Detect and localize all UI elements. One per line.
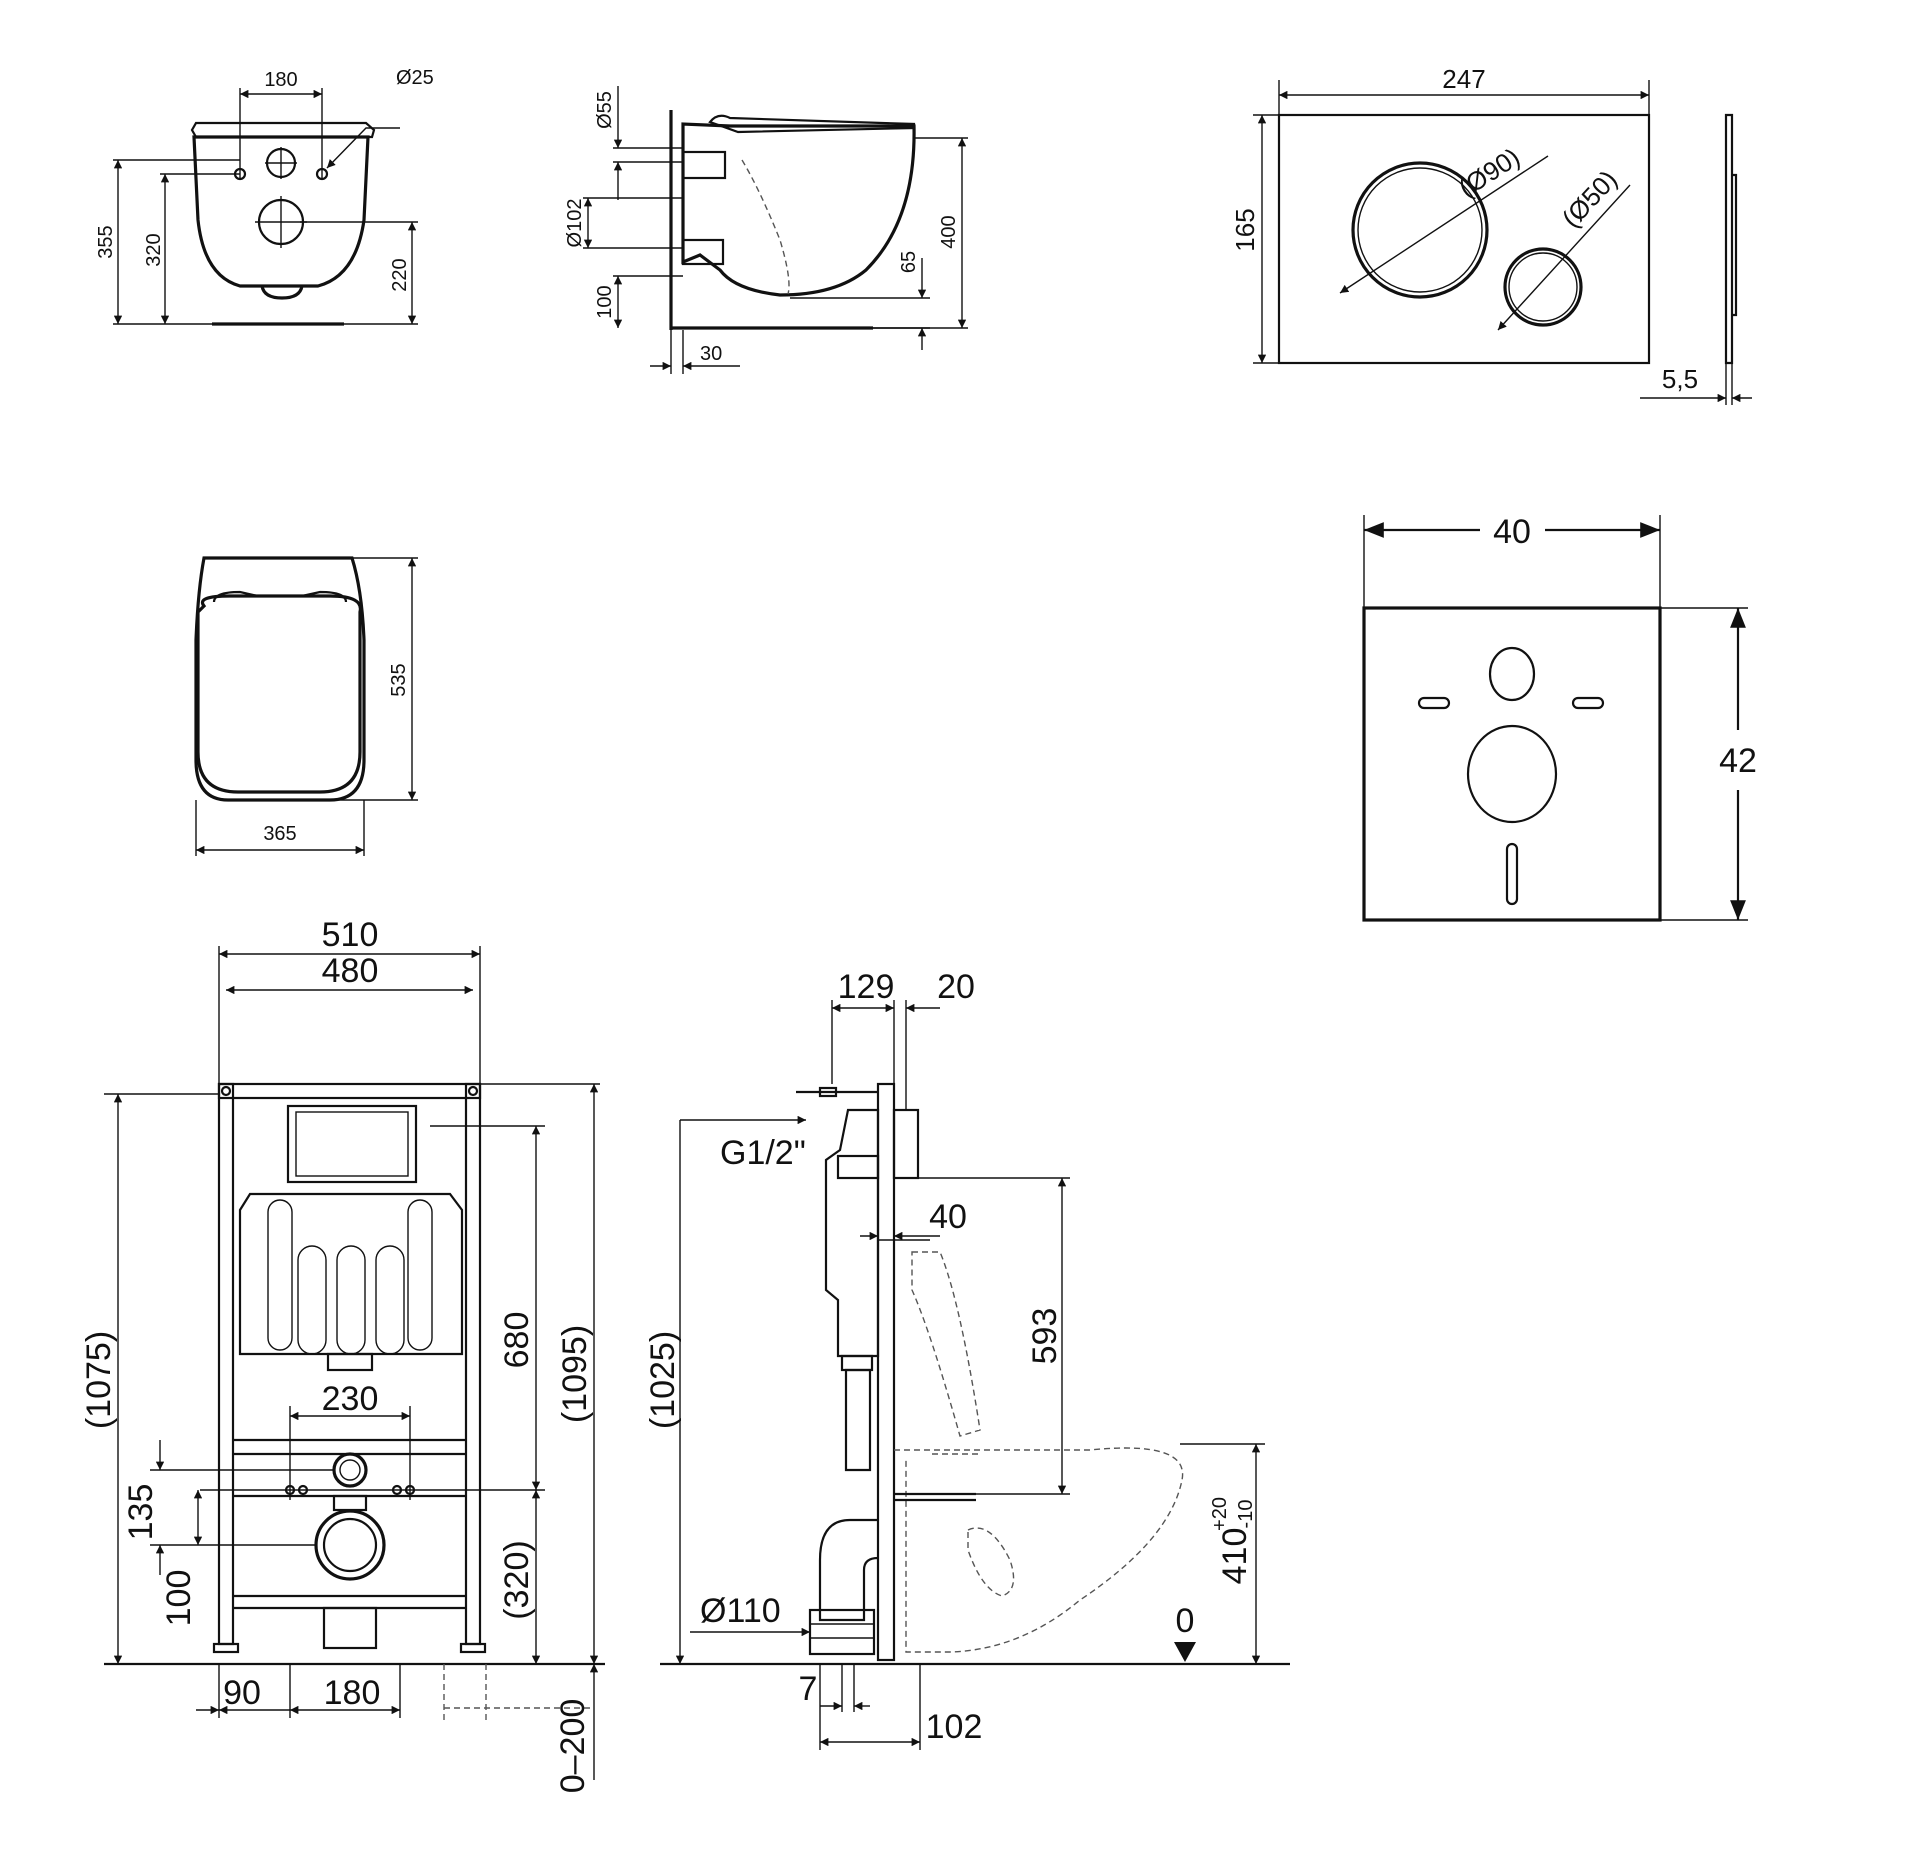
floor-zero-label: 0: [1176, 1602, 1195, 1640]
bowl-side-view: Ø55 Ø102 100 30 65 400: [564, 86, 968, 374]
soundproof-pad: [1362, 606, 1662, 922]
dim-100: 100: [594, 285, 616, 318]
dim-1075: (1075): [80, 1331, 118, 1429]
bowl-top-seat-lid: [196, 594, 362, 794]
dim-42: 42: [1719, 742, 1757, 780]
flush-plate-side-profile: [1724, 113, 1734, 365]
frame-upright-right: [464, 1082, 482, 1646]
bowl-side-trap: [741, 159, 790, 295]
frame-water-inlet: [332, 1452, 368, 1488]
flush-button-large: [1351, 161, 1489, 299]
soundproof-pad-view: 40 42: [1362, 513, 1757, 922]
flush-opening: [286, 1104, 418, 1184]
dim-30: 30: [700, 343, 722, 365]
bowl-dashed: [894, 1447, 1184, 1653]
dim-20: 20: [937, 968, 975, 1006]
dim-40: 40: [929, 1198, 967, 1236]
dim-65: 65: [898, 251, 920, 273]
dim-diameter-102: Ø102: [564, 199, 586, 248]
flush-button-small: [1503, 247, 1583, 327]
dim-355: 355: [95, 225, 117, 258]
flush-plate-front: [1277, 113, 1651, 365]
dim-247: 247: [1442, 64, 1485, 94]
dim-180: 180: [264, 69, 297, 91]
dim-680: 680: [498, 1312, 536, 1369]
dim-410: 410: [1216, 1528, 1254, 1585]
dim-220: 220: [389, 258, 411, 291]
dim-165: 165: [1230, 208, 1260, 251]
dim-1025: (1025): [644, 1331, 682, 1429]
dim-180: 180: [324, 1674, 381, 1712]
dim-129: 129: [838, 968, 895, 1006]
frame-upright-left: [217, 1082, 235, 1646]
cistern-side: [824, 1108, 880, 1358]
dim-365: 365: [263, 823, 296, 845]
frame-outlet-pipe: [314, 1509, 386, 1581]
bowl-top-view: 535 365: [194, 556, 418, 856]
flush-plate-view: 247 165 (Ø90) (Ø50) 5,5: [1230, 64, 1752, 405]
dim-135: 135: [122, 1484, 160, 1541]
bowl-front-outlet: [260, 285, 304, 300]
dim-230: 230: [322, 1380, 379, 1418]
dim-510: 510: [322, 916, 379, 954]
dim-90: 90: [223, 1674, 261, 1712]
dim-480: 480: [322, 952, 379, 990]
dim-100: 100: [160, 1570, 198, 1627]
frame-side-view: 129 20 G1/2" 40 593 (1025) Ø110 7 102 0 …: [644, 968, 1290, 1750]
tolerance-minus-10: -10: [1235, 1500, 1257, 1529]
dim-320: (320): [498, 1540, 536, 1619]
dim-diameter-25: Ø25: [396, 67, 434, 89]
dim-320: 320: [143, 233, 165, 266]
dim-diameter-90: (Ø90): [1453, 142, 1525, 203]
bowl-side-body: [681, 122, 916, 297]
label-g1-2: G1/2": [720, 1134, 806, 1172]
dim-1095: (1095): [556, 1325, 594, 1423]
dim-0-200: 0–200: [554, 1699, 592, 1794]
dim-102: 102: [926, 1708, 983, 1746]
floor-zero-marker: [1174, 1642, 1196, 1662]
dim-5-5: 5,5: [1662, 364, 1698, 394]
dim-diameter-50: (Ø50): [1556, 164, 1623, 233]
frame-side-upright: [876, 1082, 896, 1662]
outlet-bend: [818, 1518, 879, 1622]
tolerance-plus-20: +20: [1209, 1497, 1231, 1531]
dim-40: 40: [1493, 513, 1531, 551]
dim-535: 535: [388, 663, 410, 696]
bowl-side-seat: [708, 114, 916, 134]
cistern: [238, 1192, 464, 1356]
dim-7: 7: [799, 1670, 818, 1708]
dim-diameter-110: Ø110: [700, 1592, 781, 1630]
dim-400: 400: [938, 215, 960, 248]
frame-front-view: 510 480 (1075) (1095) 680 230 135 100 (3…: [80, 916, 605, 1793]
bowl-front-view: 180 Ø25 355 320 220: [95, 67, 434, 326]
dim-593: 593: [1026, 1308, 1064, 1365]
bowl-front-seat: [190, 121, 376, 139]
bowl-front-body: [192, 135, 370, 288]
dim-diameter-55: Ø55: [594, 91, 616, 129]
